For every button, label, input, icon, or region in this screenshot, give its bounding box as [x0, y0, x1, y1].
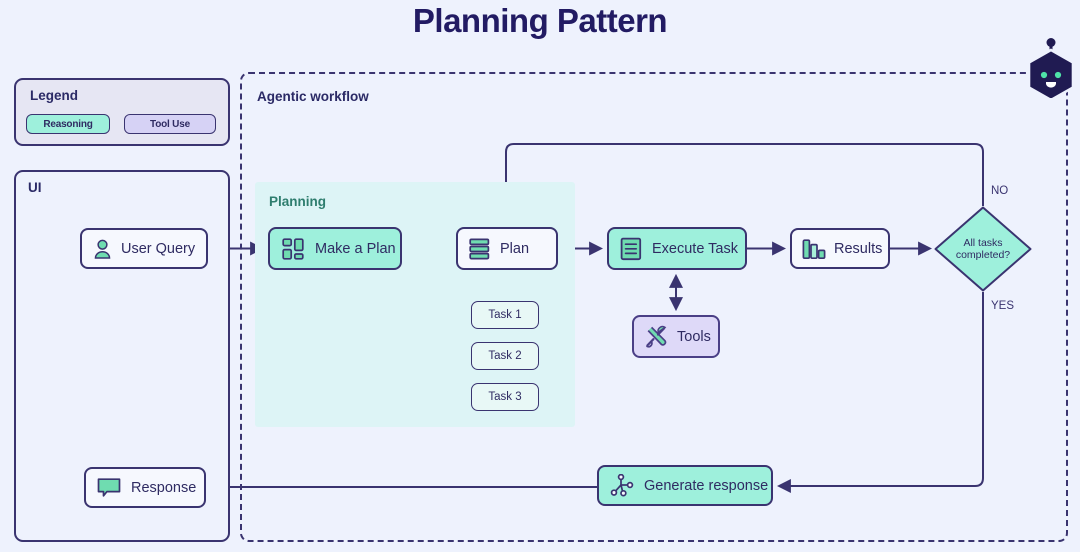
node-label: Make a Plan [315, 240, 396, 257]
legend-chip-tool-use: Tool Use [124, 114, 216, 134]
node-label: Response [131, 479, 197, 496]
planning-zone-title: Planning [269, 194, 326, 209]
task-item[interactable]: Task 3 [471, 383, 539, 411]
legend-panel [14, 78, 230, 146]
node-execute-task[interactable]: Execute Task [607, 227, 747, 270]
decision-label: All tasks completed? [934, 206, 1032, 292]
decision-line-1: All tasks [963, 237, 1003, 249]
node-label: Plan [500, 240, 530, 257]
document-lines-icon [620, 237, 642, 261]
chat-bubble-icon [97, 477, 121, 498]
node-label: Tools [677, 328, 711, 345]
branch-label-no: NO [991, 185, 1009, 197]
stacked-list-icon [469, 238, 490, 260]
user-icon [93, 239, 112, 259]
bot-hexagon-logo [1023, 38, 1079, 102]
node-results[interactable]: Results [790, 228, 890, 269]
legend-chip-reasoning: Reasoning [26, 114, 110, 134]
node-label: Generate response [644, 477, 769, 494]
wrench-screwdriver-icon [644, 325, 668, 349]
node-label: Results [834, 240, 883, 257]
agentic-workflow-title: Agentic workflow [257, 89, 369, 104]
node-plan[interactable]: Plan [456, 227, 558, 270]
bar-chart-icon [802, 238, 826, 260]
decision-all-tasks-completed[interactable]: All tasks completed? [934, 206, 1032, 292]
node-label: Execute Task [652, 240, 738, 257]
task-item[interactable]: Task 2 [471, 342, 539, 370]
legend-title: Legend [30, 88, 79, 103]
node-make-a-plan[interactable]: Make a Plan [268, 227, 402, 270]
branch-label-yes: YES [991, 300, 1015, 312]
ui-panel-title: UI [28, 180, 42, 195]
node-graph-icon [610, 473, 634, 498]
node-label: User Query [121, 240, 196, 257]
decision-line-2: completed? [955, 249, 1011, 261]
agentic-workflow-panel [240, 72, 1068, 542]
node-response[interactable]: Response [84, 467, 206, 508]
node-user-query[interactable]: User Query [80, 228, 208, 269]
task-item[interactable]: Task 1 [471, 301, 539, 329]
dashboard-grid-icon [282, 237, 304, 260]
node-generate-response[interactable]: Generate response [597, 465, 773, 506]
page-title: Planning Pattern [412, 2, 668, 39]
node-tools[interactable]: Tools [632, 315, 720, 358]
